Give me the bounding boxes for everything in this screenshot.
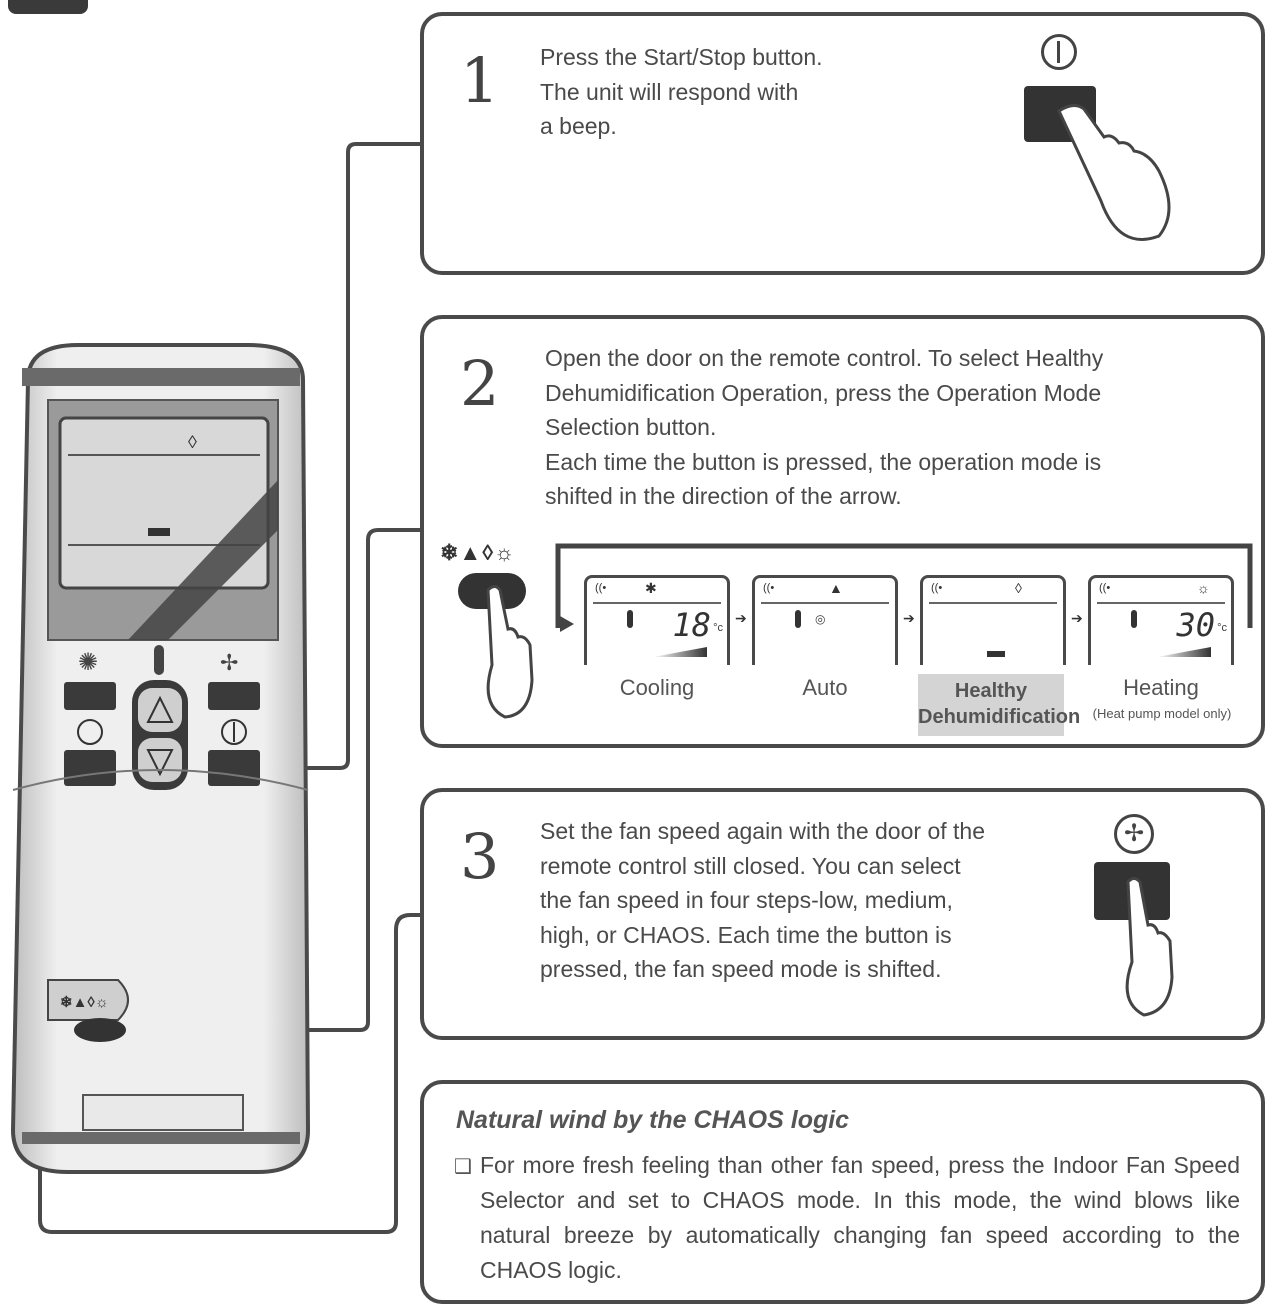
heating-temp: 30 bbox=[1176, 606, 1215, 644]
heating-note: (Heat pump model only) bbox=[1092, 706, 1232, 721]
remote-body-graphic: ◊ ✺ ✢ bbox=[10, 343, 311, 1174]
signal-icon: ((• bbox=[595, 582, 607, 594]
chaos-text: For more fresh feeling than other fan sp… bbox=[480, 1152, 1240, 1283]
fan-icon: ✢ bbox=[1114, 814, 1154, 854]
pressing-hand-icon-3 bbox=[1125, 877, 1174, 1017]
step-1-number: 1 bbox=[460, 44, 500, 117]
pressing-hand-icon-2 bbox=[486, 585, 534, 719]
mode-label-dehumidification: Healthy Dehumidification bbox=[918, 674, 1080, 736]
dehumidification-icon: ◊ bbox=[1015, 580, 1022, 596]
step-2-text: Open the door on the remote control. To … bbox=[545, 345, 1104, 509]
chaos-bullet-icon: ❑ bbox=[454, 1156, 472, 1178]
step-3-box: 3 Set the fan speed again with the door … bbox=[420, 788, 1265, 1040]
mode-label-auto: Auto bbox=[802, 675, 848, 700]
lcd-cooling: ((• ✱ 18 °c bbox=[584, 575, 730, 665]
svg-text:✢: ✢ bbox=[220, 650, 238, 675]
chaos-box: Natural wind by the CHAOS logic ❑ For mo… bbox=[420, 1080, 1265, 1304]
thermometer-icon bbox=[627, 610, 633, 628]
heating-unit: °c bbox=[1217, 622, 1227, 634]
chaos-title: Natural wind by the CHAOS logic bbox=[456, 1106, 850, 1134]
step-1-text: Press the Start/Stop button. The unit wi… bbox=[540, 44, 823, 139]
mode-cycle-arrow bbox=[555, 543, 1253, 632]
step-3-text: Set the fan speed again with the door of… bbox=[540, 818, 985, 982]
lcd-dehumidification: ((• ◊ bbox=[920, 575, 1066, 665]
cooling-temp: 18 bbox=[672, 606, 711, 644]
mode-icons-label: ❄▲◊☼ bbox=[440, 540, 516, 565]
cooling-unit: °c bbox=[713, 622, 723, 634]
step-1-box: 1 Press the Start/Stop button. The unit … bbox=[420, 12, 1265, 275]
lcd-auto: ((• ▲ ◎ bbox=[752, 575, 898, 665]
step-3-number: 3 bbox=[460, 820, 500, 893]
power-icon bbox=[1041, 34, 1077, 70]
arrow-right-icon: ➔ bbox=[735, 610, 747, 626]
auto-icon: ▲ bbox=[829, 580, 843, 596]
arrow-right-icon: ➔ bbox=[1071, 610, 1083, 626]
svg-text:◊: ◊ bbox=[188, 432, 197, 452]
step-2-box: 2 Open the door on the remote control. T… bbox=[420, 315, 1265, 748]
arrow-right-icon: ➔ bbox=[903, 610, 915, 626]
lcd-heating: ((• ☼ 30 °c bbox=[1088, 575, 1234, 665]
auto-indicator-icon: ◎ bbox=[815, 612, 826, 626]
step-2-number: 2 bbox=[460, 347, 500, 420]
page-marker bbox=[8, 0, 88, 14]
pressing-hand-icon bbox=[1057, 104, 1171, 241]
mode-label-cooling: Cooling bbox=[619, 675, 695, 700]
mode-label-heating: Heating bbox=[1123, 675, 1199, 700]
cooling-icon: ✱ bbox=[645, 580, 657, 596]
remote-control: ◊ ✺ ✢ ❄▲◊☼ bbox=[8, 340, 311, 1175]
thermometer-icon bbox=[1131, 610, 1137, 628]
heating-icon: ☼ bbox=[1197, 580, 1210, 596]
thermometer-icon bbox=[795, 610, 801, 628]
remote-door-icons: ❄▲◊☼ bbox=[60, 994, 109, 1011]
svg-text:✺: ✺ bbox=[78, 649, 98, 676]
